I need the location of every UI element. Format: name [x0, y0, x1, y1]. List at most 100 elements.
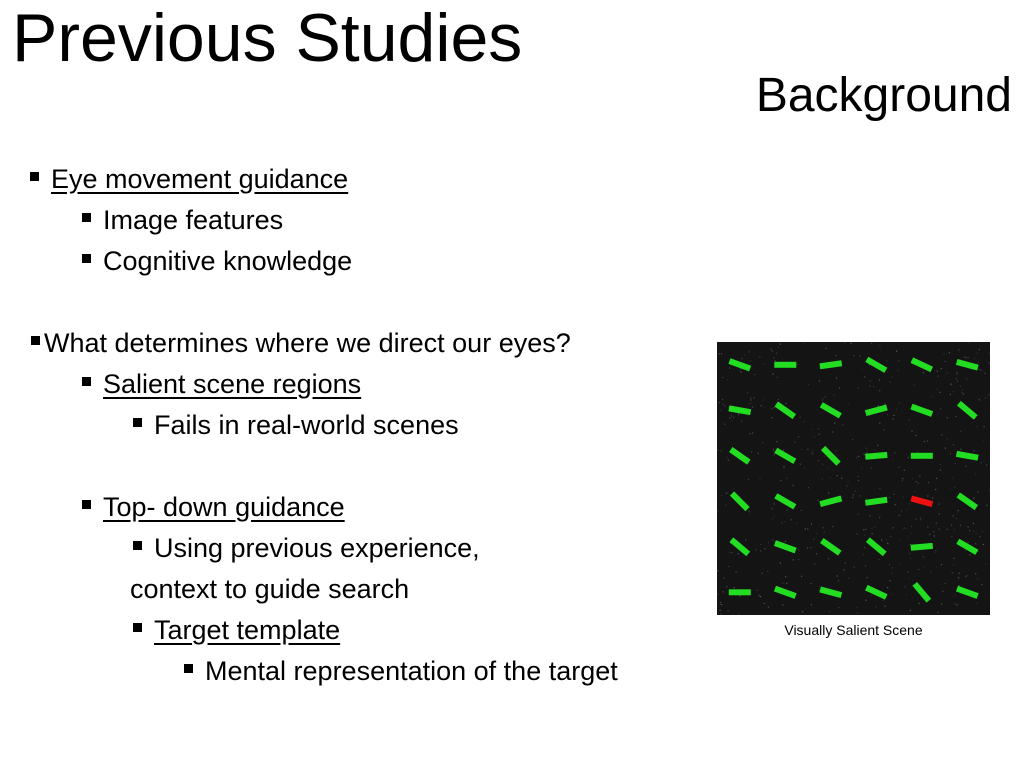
noise-speck	[910, 525, 913, 527]
noise-speck	[891, 572, 893, 574]
noise-speck	[865, 599, 867, 601]
noise-speck	[879, 422, 881, 424]
noise-speck	[909, 552, 911, 554]
noise-speck	[752, 432, 754, 434]
noise-speck	[988, 352, 990, 354]
square-bullet-icon	[133, 541, 142, 551]
noise-speck	[847, 480, 849, 482]
noise-speck	[936, 388, 938, 390]
noise-speck	[887, 548, 889, 550]
noise-speck	[799, 463, 801, 465]
noise-speck	[834, 422, 836, 424]
noise-speck	[976, 602, 978, 604]
noise-speck	[857, 475, 859, 478]
noise-speck	[982, 543, 984, 546]
distractor-bar	[819, 360, 843, 370]
bullet-item: Fails in real-world scenes	[133, 406, 459, 444]
noise-speck	[891, 567, 894, 569]
noise-speck	[975, 543, 977, 545]
noise-speck	[748, 351, 750, 353]
noise-speck	[955, 415, 957, 418]
noise-speck	[950, 384, 952, 386]
noise-speck	[774, 360, 776, 362]
noise-speck	[863, 453, 865, 455]
noise-speck	[773, 503, 775, 505]
noise-speck	[731, 415, 733, 417]
noise-speck	[856, 607, 858, 609]
square-bullet-icon	[184, 664, 193, 674]
noise-speck	[798, 558, 800, 561]
noise-speck	[807, 528, 809, 530]
noise-speck	[816, 553, 818, 555]
noise-speck	[960, 430, 962, 432]
noise-speck	[933, 531, 935, 533]
noise-speck	[729, 367, 731, 369]
noise-speck	[978, 399, 980, 401]
noise-speck	[777, 346, 779, 348]
noise-speck	[920, 519, 922, 521]
noise-speck	[910, 532, 912, 534]
noise-speck	[889, 580, 891, 582]
noise-speck	[951, 524, 953, 526]
noise-speck	[822, 527, 824, 529]
noise-speck	[819, 586, 821, 588]
noise-speck	[922, 372, 925, 374]
visual-search-figure	[717, 342, 990, 615]
noise-speck	[772, 449, 774, 451]
noise-speck	[748, 513, 751, 515]
noise-speck	[763, 363, 765, 365]
distractor-bar	[912, 581, 932, 603]
distractor-bar	[910, 403, 934, 417]
noise-speck	[760, 550, 762, 552]
noise-speck	[973, 497, 975, 500]
noise-speck	[727, 610, 729, 612]
noise-speck	[763, 407, 765, 409]
noise-speck	[939, 469, 941, 471]
noise-speck	[821, 399, 823, 402]
noise-speck	[810, 604, 812, 606]
noise-speck	[814, 563, 816, 565]
noise-speck	[772, 539, 774, 541]
noise-speck	[886, 414, 889, 416]
noise-speck	[958, 349, 960, 351]
noise-speck	[879, 390, 881, 392]
noise-speck	[724, 423, 726, 425]
square-bullet-icon	[30, 172, 39, 182]
noise-speck	[955, 378, 957, 380]
noise-speck	[919, 475, 921, 477]
noise-speck	[822, 398, 824, 400]
noise-speck	[892, 418, 894, 420]
noise-speck	[894, 452, 896, 454]
noise-speck	[975, 473, 977, 475]
noise-speck	[897, 369, 899, 372]
noise-speck	[978, 348, 980, 351]
distractor-bar	[729, 447, 751, 465]
distractor-bar	[728, 589, 751, 596]
noise-speck	[773, 453, 775, 455]
noise-speck	[914, 491, 916, 493]
noise-speck	[937, 375, 939, 377]
noise-speck	[751, 451, 753, 453]
noise-speck	[771, 350, 773, 352]
noise-speck	[892, 527, 894, 529]
noise-speck	[828, 492, 830, 494]
bullet-item: Top- down guidance	[82, 488, 345, 526]
noise-speck	[767, 606, 769, 608]
distractor-bar	[865, 584, 888, 600]
noise-speck	[959, 385, 961, 387]
noise-speck	[927, 482, 930, 484]
bullet-text: What determines where we direct our eyes…	[44, 328, 571, 358]
bullet-text: Fails in real-world scenes	[154, 410, 459, 440]
noise-speck	[883, 429, 885, 431]
noise-speck	[786, 477, 788, 479]
distractor-bar	[773, 540, 797, 554]
noise-speck	[786, 509, 788, 511]
noise-speck	[861, 369, 863, 371]
slide-title: Previous Studies	[12, 0, 523, 76]
noise-speck	[918, 568, 920, 571]
square-bullet-icon	[133, 418, 142, 428]
noise-speck	[901, 480, 903, 482]
noise-speck	[879, 515, 881, 517]
noise-speck	[858, 455, 860, 458]
noise-speck	[863, 534, 866, 536]
